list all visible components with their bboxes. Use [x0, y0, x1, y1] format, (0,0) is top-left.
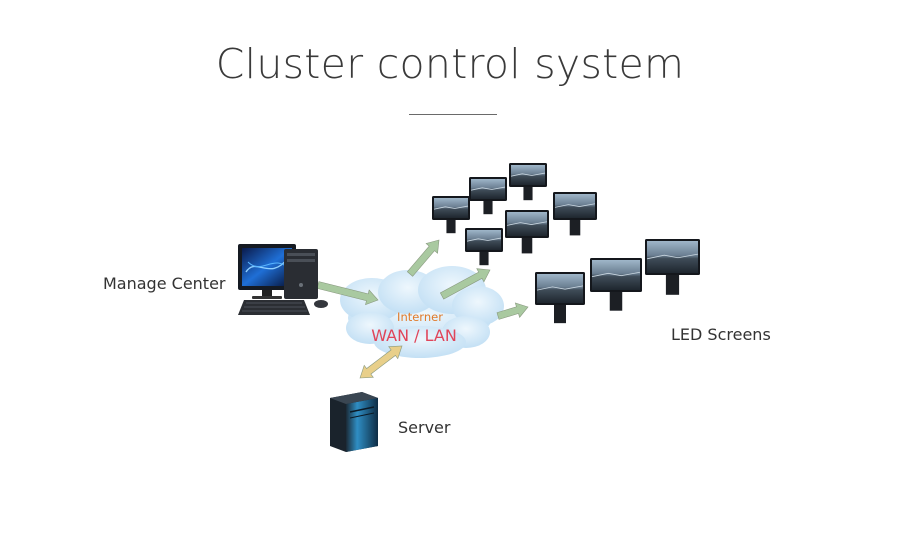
arrow: [439, 268, 491, 300]
page-title: Cluster control system: [215, 40, 685, 88]
arrow: [406, 239, 440, 277]
arrow: [496, 302, 529, 320]
led-screen-icon: [465, 228, 503, 266]
cloud-main-label: WAN / LAN: [371, 326, 457, 345]
manage-center-label: Manage Center: [103, 274, 226, 293]
led-screen-icon: [432, 196, 470, 234]
arrow: [316, 281, 379, 306]
led-screen-icon: [553, 192, 597, 236]
led-screen-icon: [590, 258, 642, 311]
cloud-top-label: Interner: [397, 310, 443, 324]
led-screen-icon: [505, 210, 549, 254]
led-screen-icon: [469, 177, 507, 215]
arrow: [359, 345, 403, 379]
computer-icon: [238, 244, 328, 315]
led-screens-label: LED Screens: [671, 325, 771, 344]
led-screen-icon: [509, 163, 547, 201]
title-divider: [409, 114, 497, 115]
led-screen-icon: [645, 239, 700, 295]
arrows: [316, 239, 529, 379]
led-screen-group: [432, 163, 700, 324]
server-icon: [330, 392, 378, 452]
led-screen-icon: [535, 272, 585, 324]
server-label: Server: [398, 418, 451, 437]
